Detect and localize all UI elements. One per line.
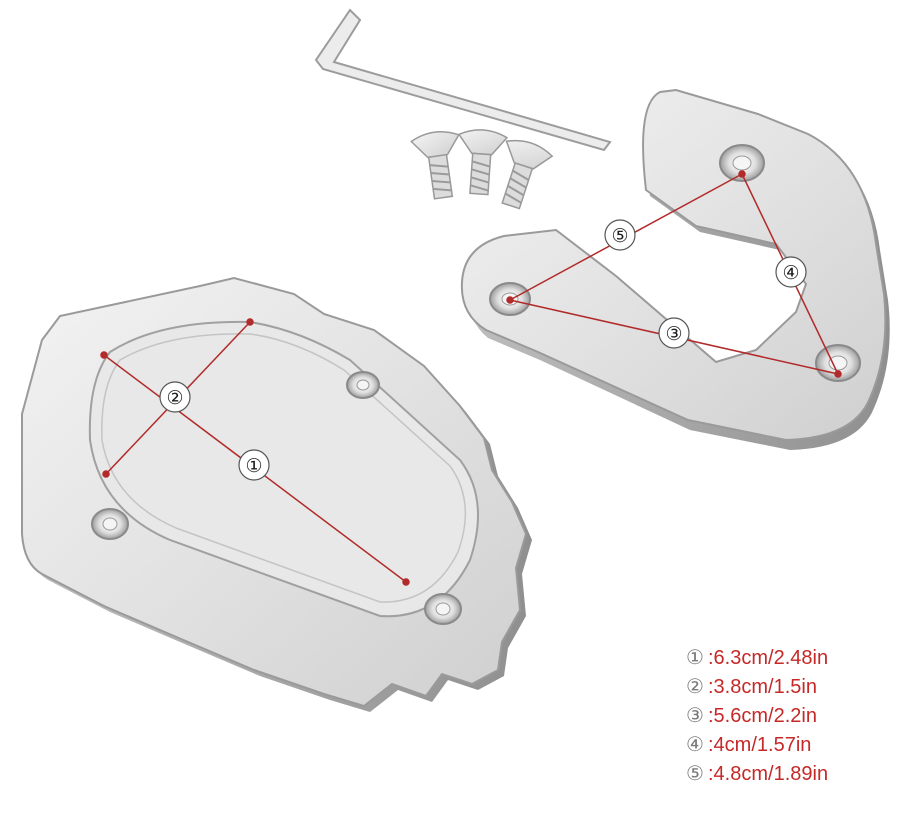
legend-value: :5.6cm/2.2in [708, 705, 817, 727]
legend-marker: ⑤ [686, 763, 704, 785]
legend-value: :4.8cm/1.89in [708, 763, 829, 785]
bracket-dimension-labels: ⑤ ④ ③ [604, 219, 807, 349]
legend-value: :3.8cm/1.5in [708, 676, 817, 698]
base-plate-dimension-labels: ② ① [159, 381, 270, 481]
legend-row-2: ②:3.8cm/1.5in [686, 673, 891, 702]
kickstand-base-plate [21, 276, 532, 712]
legend-marker: ① [686, 647, 704, 669]
screw-2 [457, 129, 509, 196]
screw-3 [501, 139, 554, 210]
hex-key [314, 8, 612, 152]
legend-marker: ③ [686, 705, 704, 727]
screw-1 [410, 130, 460, 200]
dimension-legend: ①:6.3cm/2.48in ②:3.8cm/1.5in ③:5.6cm/2.2… [686, 644, 891, 789]
marker-2: ② [166, 387, 183, 409]
marker-3: ③ [665, 323, 682, 345]
legend-row-4: ④:4cm/1.57in [686, 731, 891, 760]
legend-marker: ④ [686, 734, 704, 756]
legend-value: :4cm/1.57in [708, 734, 812, 756]
legend-row-1: ①:6.3cm/2.48in [686, 644, 891, 673]
marker-5: ⑤ [611, 225, 628, 247]
marker-1: ① [245, 455, 262, 477]
marker-4: ④ [782, 262, 799, 284]
legend-value: :6.3cm/2.48in [708, 647, 829, 669]
legend-marker: ② [686, 676, 704, 698]
legend-row-5: ⑤:4.8cm/1.89in [686, 760, 891, 789]
legend-row-3: ③:5.6cm/2.2in [686, 702, 891, 731]
